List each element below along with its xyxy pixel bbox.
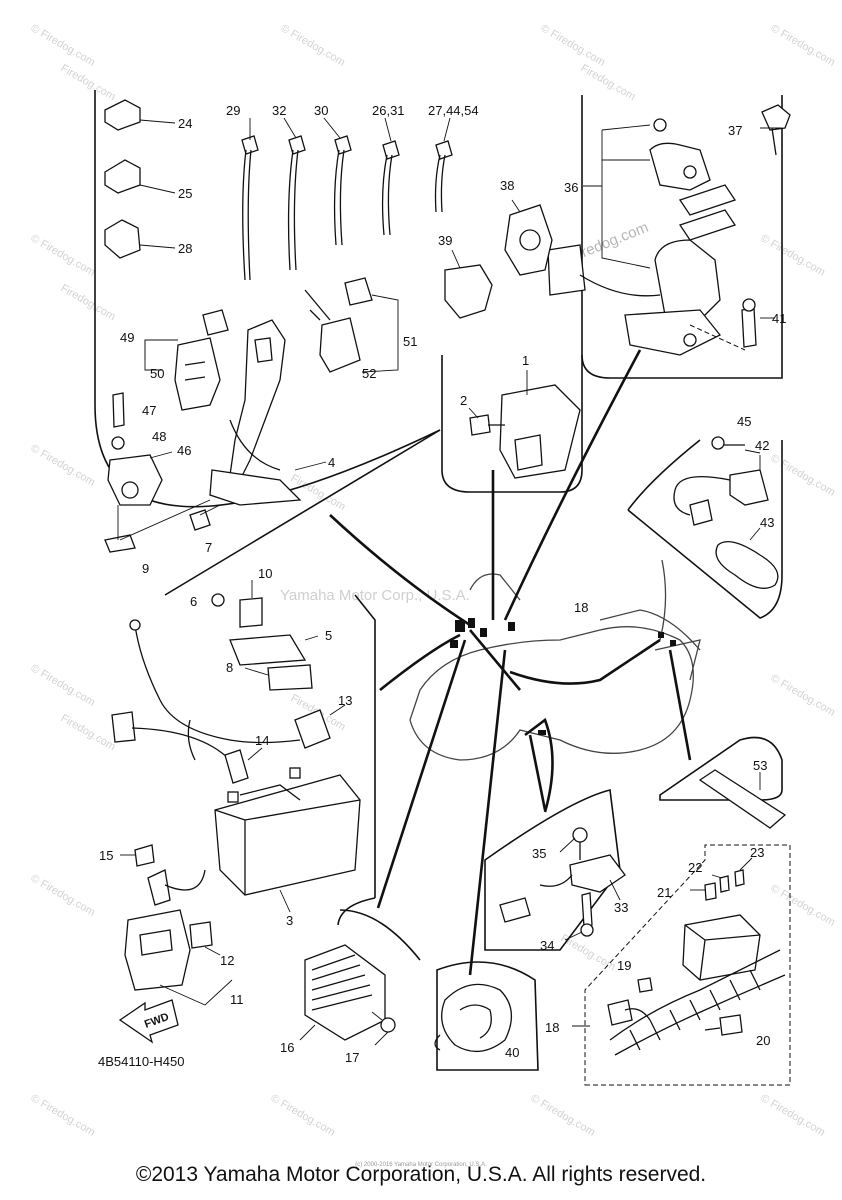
callout-2: 2 bbox=[460, 393, 467, 408]
callout-51: 51 bbox=[403, 334, 417, 349]
callout-26-31: 26,31 bbox=[372, 103, 405, 118]
corner-watermark: © Firedog.com bbox=[29, 662, 98, 709]
switch-parts-38-39 bbox=[444, 199, 553, 319]
callout-49: 49 bbox=[120, 330, 134, 345]
callout-29: 29 bbox=[226, 103, 240, 118]
callout-50: 50 bbox=[150, 366, 164, 381]
callout-3: 3 bbox=[286, 913, 293, 928]
overlay-watermark: Firedog.com bbox=[59, 62, 118, 103]
callout-19: 19 bbox=[617, 958, 631, 973]
overlay-watermark: Firedog.com bbox=[59, 282, 118, 323]
sensor-coupler-40 bbox=[434, 983, 512, 1052]
callout-9: 9 bbox=[142, 561, 149, 576]
bracket-assembly bbox=[104, 277, 399, 553]
callout-5: 5 bbox=[325, 628, 332, 643]
callout-24: 24 bbox=[178, 116, 192, 131]
overlay-watermark: Firedog.com bbox=[289, 472, 348, 513]
fwd-arrow: FWD bbox=[118, 999, 179, 1044]
callout-23: 23 bbox=[750, 845, 764, 860]
callout-40: 40 bbox=[505, 1045, 519, 1060]
callout-17: 17 bbox=[345, 1050, 359, 1065]
fine-print: (c) 2000-2016 Yamaha Motor Corporation, … bbox=[355, 1162, 487, 1168]
callout-36: 36 bbox=[564, 180, 578, 195]
rectifier-assembly bbox=[299, 944, 396, 1046]
clip-parts bbox=[104, 99, 176, 259]
callout-22: 22 bbox=[688, 860, 702, 875]
corner-watermark: © Firedog.com bbox=[529, 1092, 598, 1139]
callout-47: 47 bbox=[142, 403, 156, 418]
callout-45: 45 bbox=[737, 414, 751, 429]
callout-34: 34 bbox=[540, 938, 554, 953]
tube-53 bbox=[698, 769, 787, 829]
sensor-parts-42-43-45 bbox=[673, 436, 779, 589]
callout-13: 13 bbox=[338, 693, 352, 708]
callout-10: 10 bbox=[258, 566, 272, 581]
motorcycle-outline bbox=[409, 559, 701, 761]
ecu-assembly bbox=[468, 370, 581, 479]
callout-18: 18 bbox=[574, 600, 588, 615]
callout-32: 32 bbox=[272, 103, 286, 118]
callout-21: 21 bbox=[657, 885, 671, 900]
corner-watermark: © Firedog.com bbox=[29, 22, 98, 69]
callout-1: 1 bbox=[522, 353, 529, 368]
corner-watermark: © Firedog.com bbox=[29, 1092, 98, 1139]
callout-15: 15 bbox=[99, 848, 113, 863]
callout-20: 20 bbox=[756, 1033, 770, 1048]
callout-16: 16 bbox=[280, 1040, 294, 1055]
callout-6: 6 bbox=[190, 594, 197, 609]
callout-28: 28 bbox=[178, 241, 192, 256]
copyright-notice: ©2013 Yamaha Motor Corporation, U.S.A. A… bbox=[135, 1163, 707, 1186]
callout-12: 12 bbox=[220, 953, 234, 968]
callout-52: 52 bbox=[362, 366, 376, 381]
callout-39: 39 bbox=[438, 233, 452, 248]
corner-watermark: © Firedog.com bbox=[279, 22, 348, 69]
callout-37: 37 bbox=[728, 123, 742, 138]
corner-watermark: © Firedog.com bbox=[759, 1092, 828, 1139]
callout-8: 8 bbox=[226, 660, 233, 675]
callout-4: 4 bbox=[328, 455, 335, 470]
callout-33: 33 bbox=[614, 900, 628, 915]
overlay-watermark: Firedog.com bbox=[579, 62, 638, 103]
main-switch-assembly bbox=[547, 104, 791, 356]
callout-42: 42 bbox=[755, 438, 769, 453]
corner-watermark: © Firedog.com bbox=[29, 232, 98, 279]
overlay-watermark: Firedog.com bbox=[559, 932, 618, 973]
overlay-watermark: Firedog.com bbox=[59, 712, 118, 753]
callout-46: 46 bbox=[177, 443, 191, 458]
callout-35: 35 bbox=[532, 846, 546, 861]
corner-watermark: © Firedog.com bbox=[759, 232, 828, 279]
callout-48: 48 bbox=[152, 429, 166, 444]
cable-ties bbox=[241, 117, 453, 281]
callout-43: 43 bbox=[760, 515, 774, 530]
corner-watermark: © Firedog.com bbox=[769, 672, 838, 719]
callout-7: 7 bbox=[205, 540, 212, 555]
corner-watermark: © Firedog.com bbox=[29, 442, 98, 489]
fuse-box-inset bbox=[572, 844, 791, 1086]
main-harness-wires bbox=[329, 349, 692, 976]
callout-25: 25 bbox=[178, 186, 192, 201]
callout-labels: 1 2 3 4 5 6 7 8 9 10 11 12 13 14 15 16 1… bbox=[98, 103, 786, 1069]
corner-watermark: © Firedog.com bbox=[769, 452, 838, 499]
callout-30: 30 bbox=[314, 103, 328, 118]
section-frames bbox=[94, 90, 783, 1071]
callout-18-inset: 18 bbox=[545, 1020, 559, 1035]
callout-14: 14 bbox=[255, 733, 269, 748]
callout-41: 41 bbox=[772, 311, 786, 326]
callout-27-44-54: 27,44,54 bbox=[428, 103, 479, 118]
relay-bracket-33-35 bbox=[499, 827, 626, 941]
center-watermark: Yamaha Motor Corp., U.S.A. bbox=[280, 587, 470, 604]
corner-watermark: © Firedog.com bbox=[269, 1092, 338, 1139]
corner-watermark: © Firedog.com bbox=[539, 22, 608, 69]
corner-watermark: © Firedog.com bbox=[29, 872, 98, 919]
battery-assembly bbox=[111, 580, 361, 1006]
part-code: 4B54110-H450 bbox=[98, 1054, 185, 1069]
callout-53: 53 bbox=[753, 758, 767, 773]
callout-38: 38 bbox=[500, 178, 514, 193]
callout-11: 11 bbox=[230, 992, 244, 1007]
corner-watermark: © Firedog.com bbox=[769, 882, 838, 929]
corner-watermark: © Firedog.com bbox=[769, 22, 838, 69]
